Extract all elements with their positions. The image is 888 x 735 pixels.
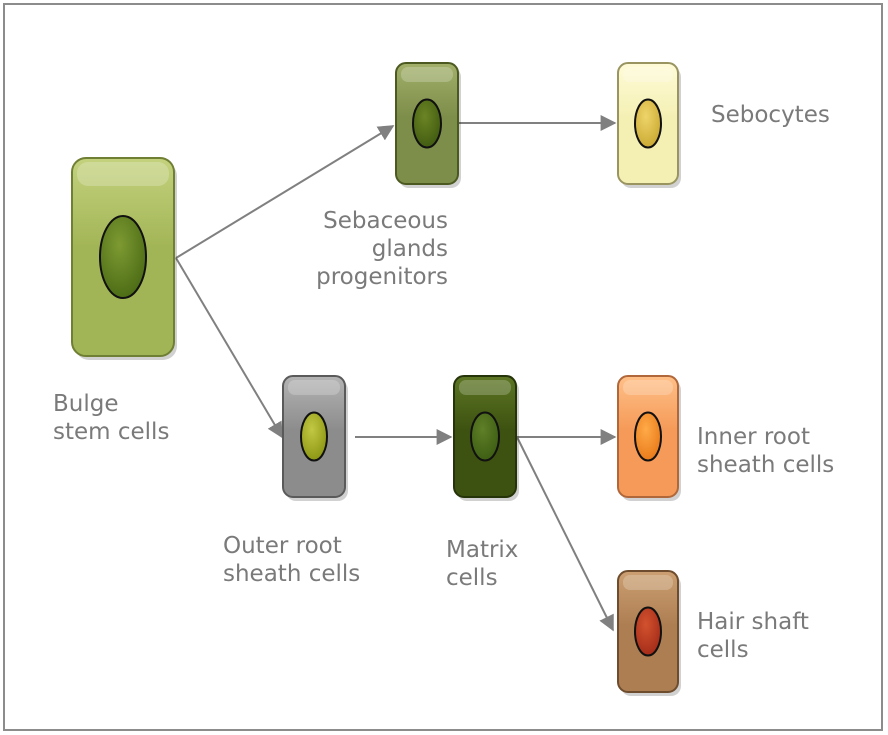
cell-highlight [623, 575, 673, 590]
cell-nucleus [471, 413, 499, 461]
cell-highlight [288, 380, 340, 395]
cell-highlight [623, 67, 673, 82]
cell-highlight [401, 67, 453, 82]
cell-outer-root [283, 376, 348, 501]
cell-highlight [77, 162, 169, 186]
cells [72, 63, 681, 696]
cell-sebocytes [618, 63, 681, 188]
cell-highlight [459, 380, 511, 395]
cell-sebaceous [396, 63, 461, 188]
label-inner-root: Inner root sheath cells [697, 423, 877, 479]
cell-nucleus [635, 413, 661, 461]
cell-inner-root [618, 376, 681, 501]
label-sebaceous: Sebaceous glands progenitors [268, 207, 448, 291]
cell-nucleus [100, 216, 146, 298]
cell-matrix [454, 376, 519, 501]
cell-nucleus [413, 100, 441, 148]
cell-hair-shaft [618, 571, 681, 696]
cell-nucleus [635, 100, 661, 148]
label-matrix: Matrix cells [446, 536, 566, 592]
arrow [517, 437, 613, 630]
cell-nucleus [301, 413, 327, 461]
label-hair-shaft: Hair shaft cells [697, 608, 857, 664]
label-sebocytes: Sebocytes [711, 101, 871, 129]
label-outer-root: Outer root sheath cells [223, 532, 403, 588]
cell-highlight [623, 380, 673, 395]
cell-bulge [72, 158, 177, 360]
label-bulge: Bulge stem cells [53, 390, 213, 446]
cell-nucleus [635, 608, 661, 656]
